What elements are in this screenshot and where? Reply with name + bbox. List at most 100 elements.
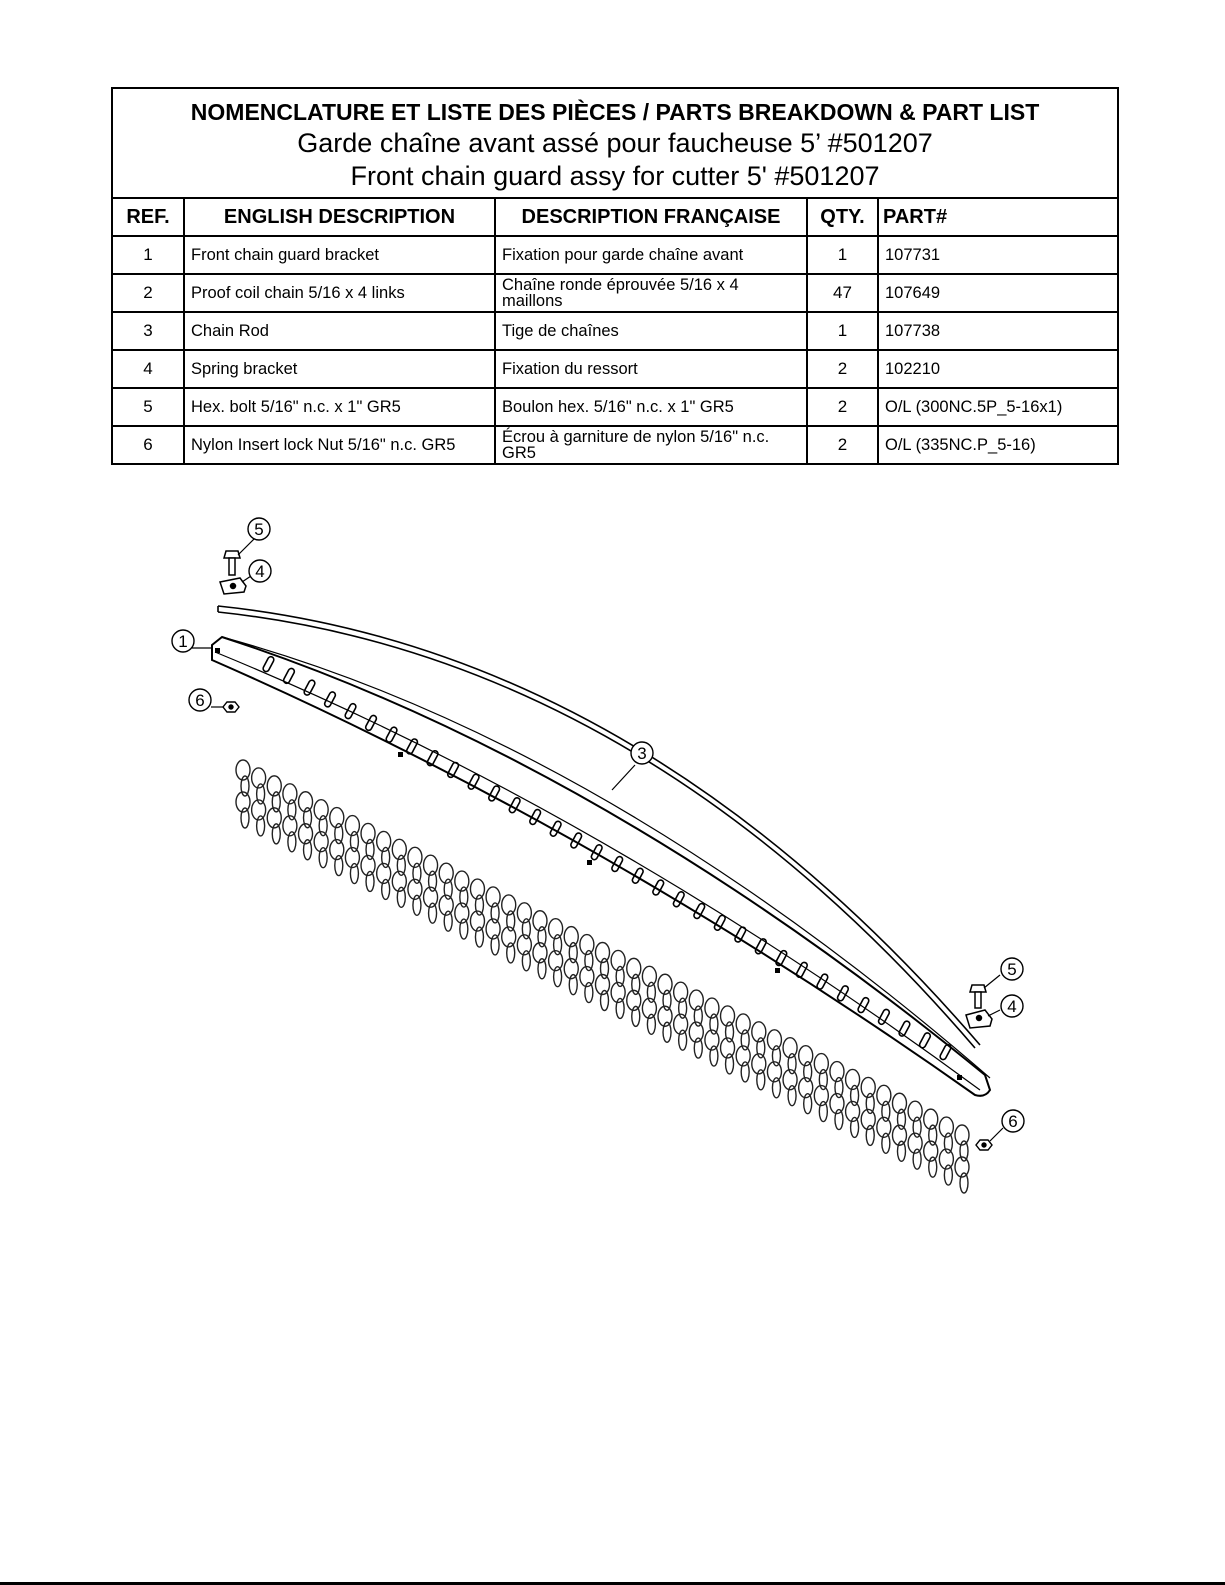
chain-link bbox=[474, 926, 485, 948]
chain-link bbox=[422, 886, 439, 908]
chain-link bbox=[438, 862, 454, 884]
row-english: Proof coil chain 5/16 x 4 links bbox=[183, 273, 496, 313]
chain-strand bbox=[360, 822, 376, 893]
bracket-slot bbox=[918, 1032, 932, 1049]
chain-link bbox=[631, 973, 641, 996]
chain-strand bbox=[891, 1092, 908, 1162]
chain-link bbox=[751, 1053, 767, 1075]
chain-link bbox=[865, 1092, 875, 1115]
chain-link bbox=[375, 830, 392, 853]
chain-link bbox=[844, 1068, 861, 1091]
chain-strand bbox=[282, 783, 298, 853]
chain-link bbox=[818, 1100, 829, 1123]
bracket-slot bbox=[754, 938, 767, 955]
row-qty: 2 bbox=[806, 387, 879, 427]
bracket-slot bbox=[857, 996, 870, 1014]
chain-link bbox=[506, 942, 516, 964]
chain-link bbox=[771, 1077, 782, 1099]
chain-link bbox=[657, 973, 673, 995]
chain-link bbox=[344, 814, 361, 837]
chain-strand bbox=[766, 1029, 783, 1099]
leader-lines bbox=[192, 537, 1004, 1142]
chain-link bbox=[954, 1156, 970, 1178]
chain-link bbox=[454, 870, 470, 892]
chain-link bbox=[443, 878, 453, 900]
chain-link bbox=[751, 1021, 767, 1043]
chain-link bbox=[391, 870, 408, 893]
chain-link bbox=[563, 957, 579, 980]
chain-link bbox=[881, 1132, 891, 1155]
row-english: Hex. bolt 5/16" n.c. x 1" GR5 bbox=[183, 387, 496, 427]
chain-link bbox=[672, 981, 689, 1003]
chain-link bbox=[506, 910, 516, 932]
table-row: 2 Proof coil chain 5/16 x 4 links Chaîne… bbox=[111, 273, 1120, 313]
chain-link bbox=[427, 902, 438, 924]
chain-strand bbox=[829, 1060, 845, 1131]
bracket-slot bbox=[795, 961, 809, 979]
chain-link bbox=[844, 1100, 861, 1123]
chain-link bbox=[662, 1021, 672, 1043]
chain-strand bbox=[516, 902, 533, 972]
chain-strand bbox=[751, 1021, 767, 1091]
table-row: 5 Hex. bolt 5/16" n.c. x 1" GR5 Boulon h… bbox=[111, 387, 1120, 427]
chain-strand bbox=[782, 1037, 798, 1107]
exploded-view-drawing: 5 4 1 6 3 5 4 6 bbox=[171, 517, 1025, 1194]
bracket-slot bbox=[508, 796, 521, 814]
row-french: Chaîne ronde éprouvée 5/16 x 4 maillons bbox=[494, 273, 808, 313]
row-qty: 2 bbox=[806, 349, 879, 389]
chain-link bbox=[407, 878, 423, 900]
title-line-1: NOMENCLATURE ET LISTE DES PIÈCES / PARTS… bbox=[190, 99, 1040, 125]
chain-link bbox=[704, 1029, 720, 1051]
chain-link bbox=[391, 838, 408, 861]
chain-link bbox=[302, 807, 313, 829]
chain-strand bbox=[641, 965, 658, 1036]
chain-link bbox=[334, 822, 344, 845]
chain-link bbox=[615, 997, 625, 1020]
bracket-slot bbox=[652, 879, 665, 896]
chain-strand bbox=[313, 798, 329, 869]
chain-strand bbox=[407, 846, 423, 916]
chain-link bbox=[959, 1172, 969, 1194]
chain-link bbox=[537, 958, 547, 980]
chain-strand bbox=[485, 886, 501, 956]
chain-strand bbox=[297, 791, 314, 861]
chain-link bbox=[615, 965, 625, 988]
chain-link bbox=[646, 1013, 657, 1036]
chain-link bbox=[704, 997, 720, 1019]
chain-strand bbox=[923, 1108, 939, 1178]
chain-link bbox=[797, 1044, 814, 1067]
header-part: PART# bbox=[876, 197, 1120, 237]
chain-link bbox=[802, 1060, 813, 1083]
chain-link bbox=[271, 823, 281, 845]
chain-link bbox=[626, 957, 642, 980]
chain-link bbox=[360, 822, 376, 845]
row-french: Fixation pour garde chaîne avant bbox=[494, 235, 808, 275]
bracket-slot bbox=[323, 691, 337, 708]
chain-link bbox=[501, 894, 517, 916]
lock-nut-left-icon bbox=[222, 701, 240, 713]
spring-bracket-right-icon bbox=[965, 1009, 993, 1029]
bracket-slot bbox=[713, 914, 726, 931]
chain-link bbox=[454, 902, 470, 924]
svg-text:4: 4 bbox=[1007, 997, 1016, 1016]
chain-strand bbox=[501, 894, 517, 964]
table-row: 1 Front chain guard bracket Fixation pou… bbox=[111, 235, 1120, 275]
chain-strand bbox=[626, 957, 642, 1028]
chain-link bbox=[646, 981, 657, 1004]
chain-link bbox=[782, 1037, 798, 1059]
chain-link bbox=[599, 989, 610, 1012]
row-part: 107738 bbox=[876, 311, 1120, 351]
chain-link bbox=[365, 838, 375, 861]
chain-link bbox=[735, 1045, 751, 1067]
chain-link bbox=[547, 949, 564, 972]
chain-strand bbox=[235, 759, 251, 829]
chain-link bbox=[329, 806, 345, 829]
chain-link bbox=[443, 910, 453, 932]
chain-link bbox=[594, 973, 611, 996]
row-part: 102210 bbox=[876, 349, 1120, 389]
table-row: 3 Chain Rod Tige de chaînes 1 107738 bbox=[111, 311, 1120, 351]
chain-strand bbox=[594, 941, 611, 1012]
chain-strand bbox=[688, 989, 704, 1059]
chain-link bbox=[552, 965, 563, 988]
title-line-2: Garde chaîne avant assé pour faucheuse 5… bbox=[297, 128, 933, 158]
